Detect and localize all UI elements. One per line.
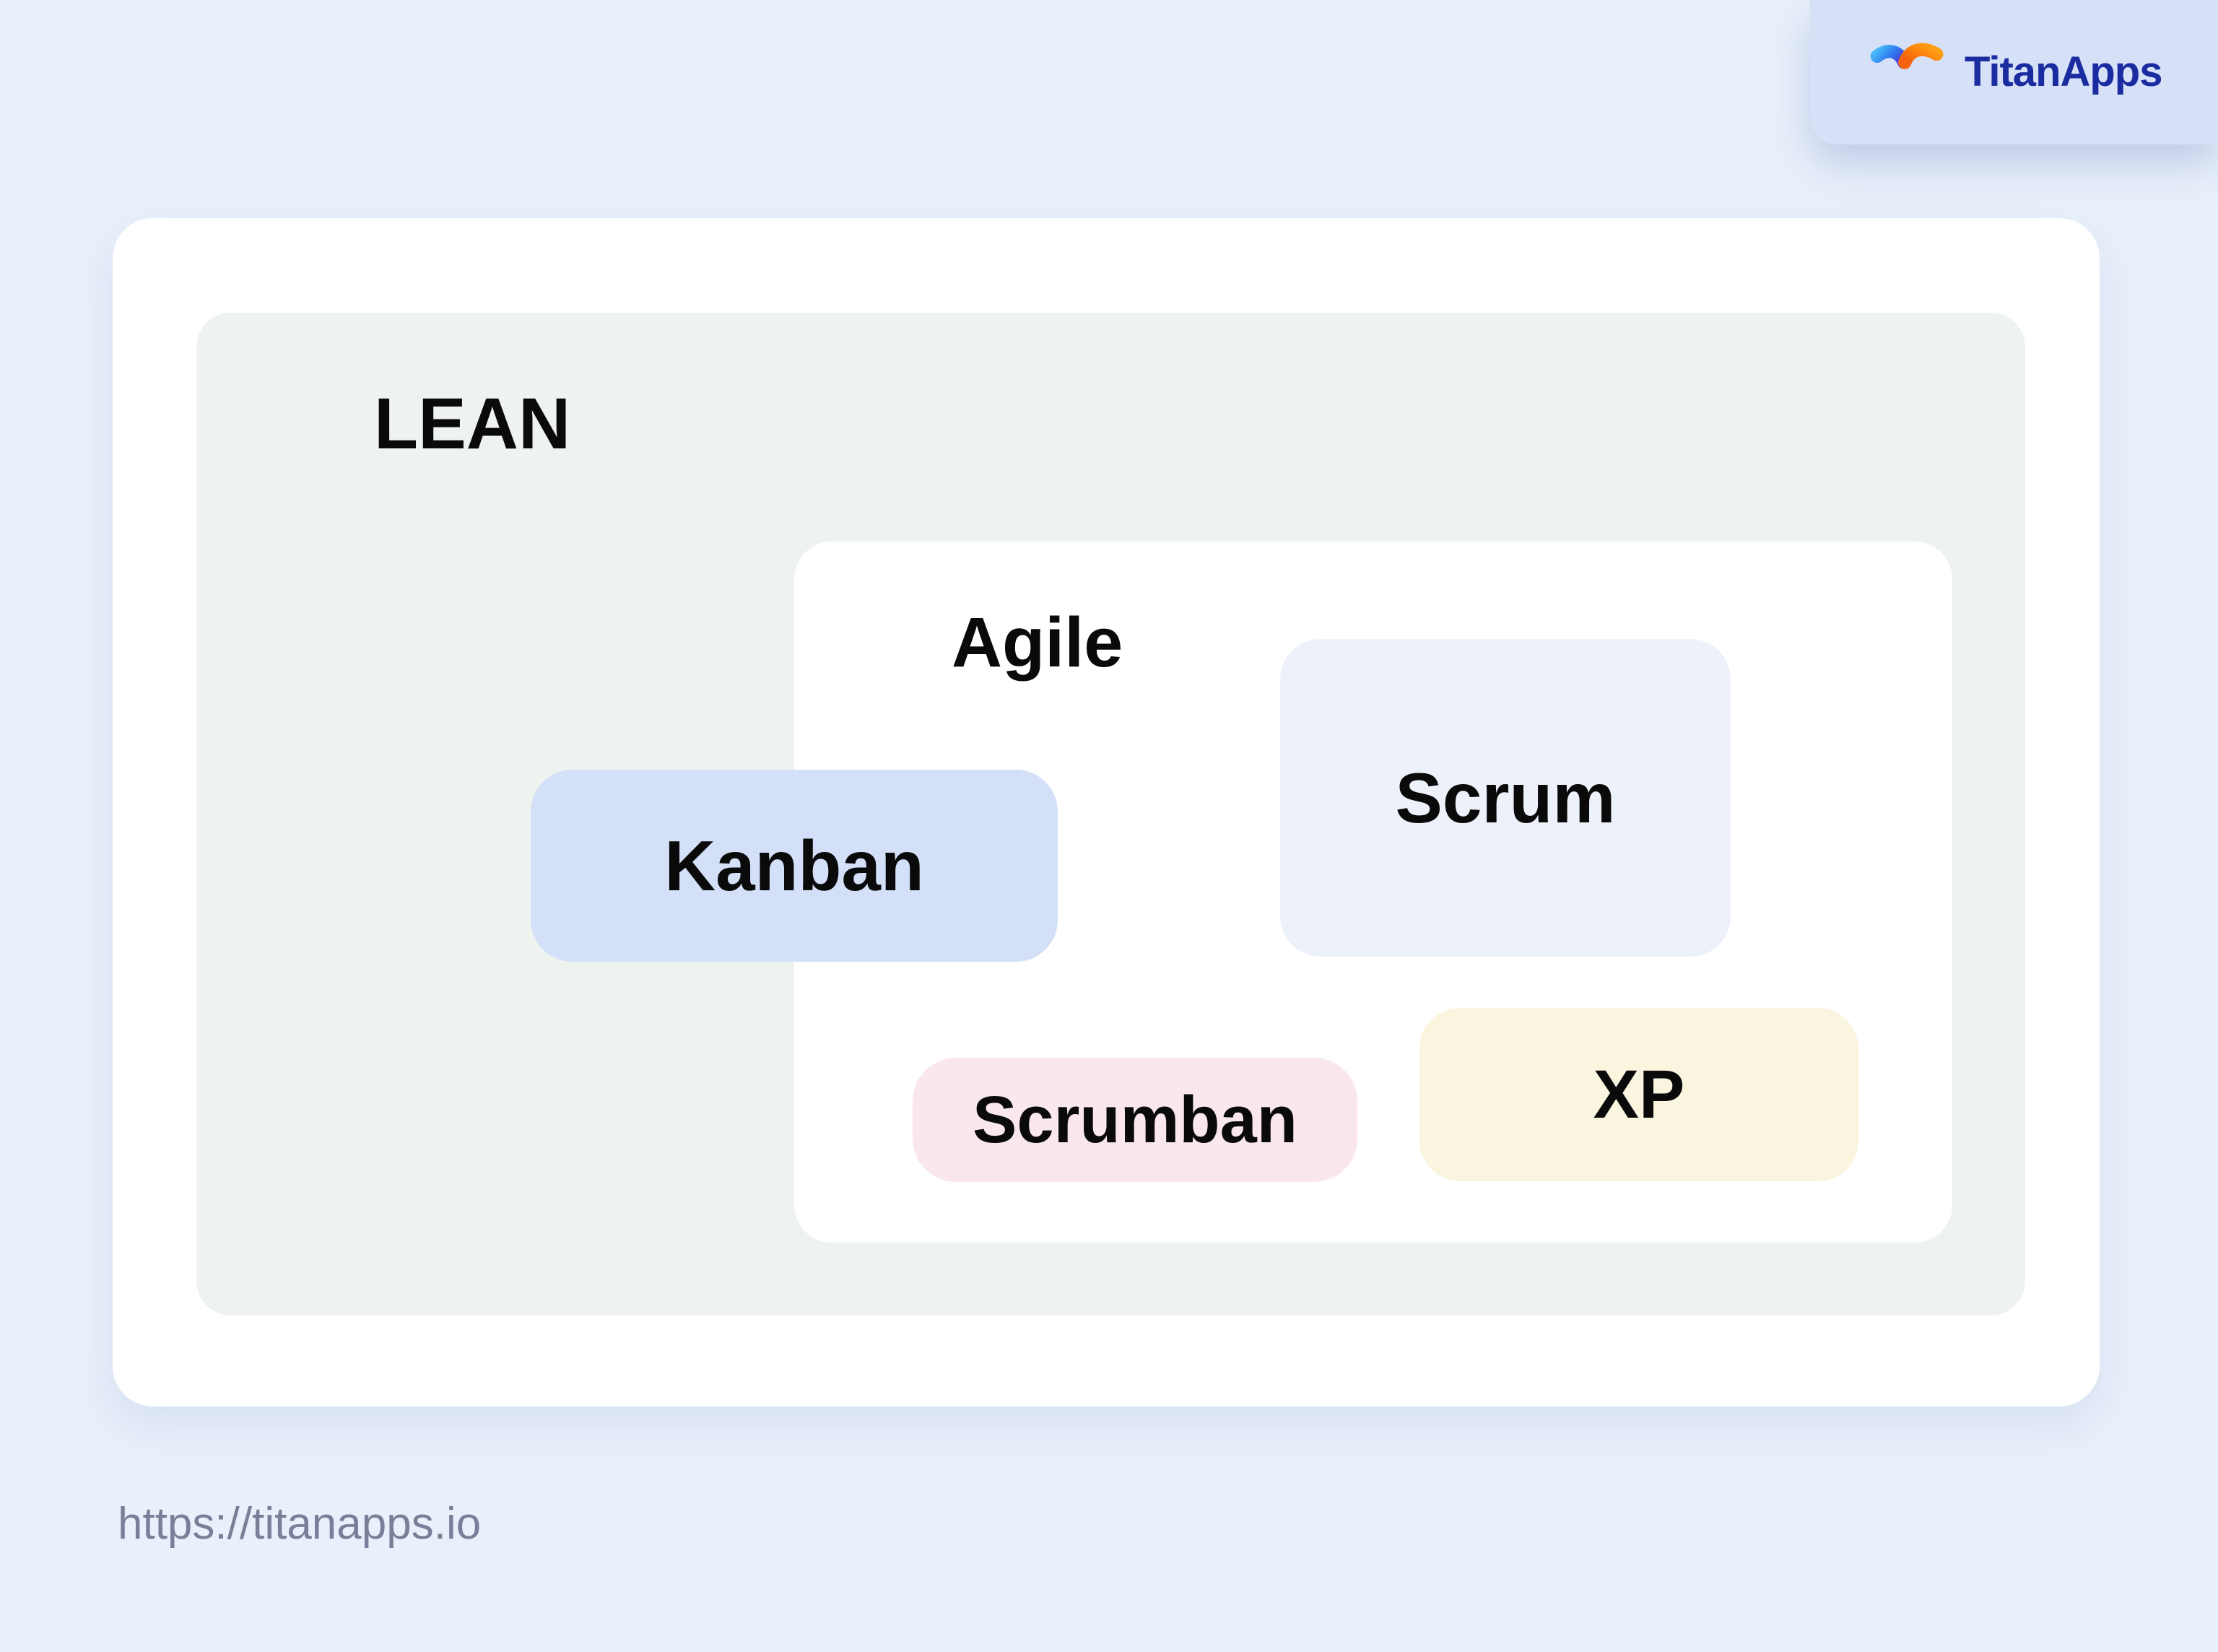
agile-label: Agile <box>952 603 1123 682</box>
lean-label: LEAN <box>374 383 571 464</box>
site-url: https://titanapps.io <box>118 1499 482 1549</box>
titanapps-logo-icon <box>1870 43 1944 98</box>
scrum-label: Scrum <box>1395 758 1616 838</box>
agile-container: Agile Scrum Scrumban XP <box>794 542 1952 1243</box>
brand-badge: TitanApps <box>1810 0 2218 144</box>
scrumban-box: Scrumban <box>913 1058 1357 1182</box>
scrumban-label: Scrumban <box>973 1083 1297 1157</box>
kanban-label: Kanban <box>664 826 924 905</box>
scrum-box: Scrum <box>1280 639 1731 957</box>
xp-label: XP <box>1593 1056 1685 1133</box>
lean-container: LEAN Agile Scrum Scrumban XP <box>196 313 2025 1316</box>
xp-box: XP <box>1419 1008 1858 1181</box>
kanban-box: Kanban <box>531 770 1058 962</box>
brand-name: TitanApps <box>1965 48 2162 95</box>
diagram-card: LEAN Agile Scrum Scrumban XP Kanban <box>113 218 2100 1407</box>
